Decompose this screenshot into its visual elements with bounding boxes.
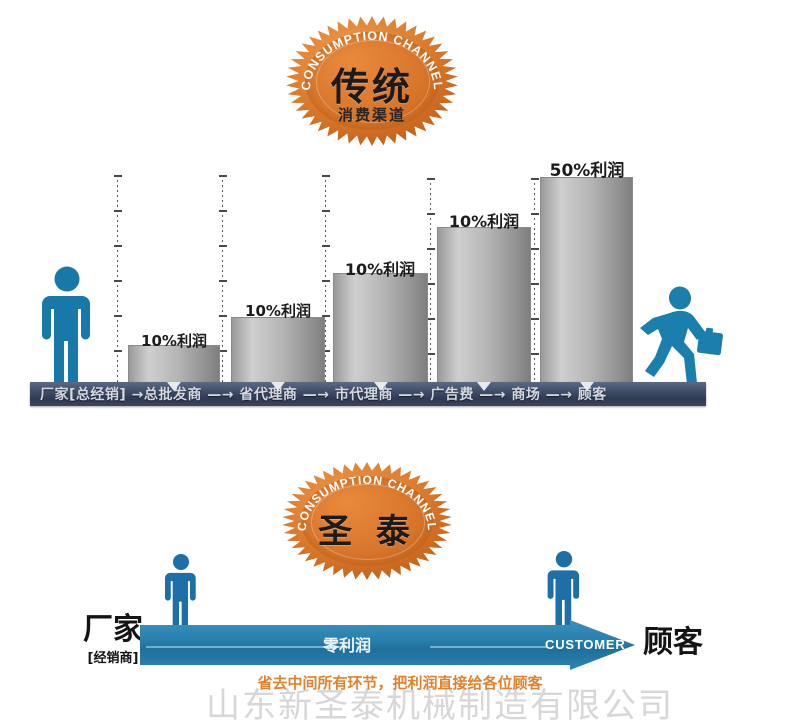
channel-flow-band: 厂家[总经销] →总批发商 —→ 省代理商 —→ 市代理商 —→ 广告费 —→ … <box>30 382 706 406</box>
ruler-major-tick <box>219 175 227 177</box>
band-notch-3 <box>374 382 388 391</box>
bar-province-agent <box>231 317 325 385</box>
ruler-major-tick <box>427 318 435 320</box>
band-notch-4 <box>477 382 491 391</box>
factory-label-main: 厂家 <box>83 612 143 647</box>
seal-sub-label-traditional: 消费渠道 <box>337 106 406 124</box>
seal-badge-traditional: CONSUMPTION CHANNEL 传统 消费渠道 <box>286 16 458 146</box>
ruler-major-tick <box>531 353 539 355</box>
bar-city-agent <box>333 273 428 385</box>
ruler-major-tick <box>531 318 539 320</box>
ruler-major-tick <box>427 178 435 180</box>
standing-person-icon-left <box>165 553 196 631</box>
ruler-major-tick <box>322 280 330 282</box>
ruler-major-tick <box>531 178 539 180</box>
band-notch-1 <box>167 382 181 391</box>
ruler-major-tick <box>427 353 435 355</box>
bar-total-wholesaler <box>128 345 220 385</box>
seal-inner-disc-2 <box>300 476 434 566</box>
seal-main-label-shengtai: 圣 泰 <box>318 512 416 552</box>
ruler-major-tick <box>322 350 330 352</box>
ruler-tick-line-2 <box>219 175 227 385</box>
bar-value-label-3: 10%利润 <box>344 260 416 279</box>
ruler-major-tick <box>219 350 227 352</box>
factory-label-sub: [经销商] <box>87 651 139 666</box>
ruler-tick-line-3 <box>322 175 330 385</box>
ruler-major-tick <box>322 175 330 177</box>
bar-value-label-5: 50%利润 <box>549 161 625 181</box>
band-notch-2 <box>271 382 285 391</box>
seal-inner-disc <box>304 31 440 131</box>
ruler-major-tick <box>114 280 122 282</box>
arrow-zero-profit-label: 零利润 <box>322 636 372 655</box>
ruler-major-tick <box>219 315 227 317</box>
bar-mall <box>540 177 633 385</box>
tagline-text: 省去中间所有环节，把利润直接给各位顾客 <box>257 674 543 692</box>
ruler-major-tick <box>531 283 539 285</box>
ruler-major-tick <box>219 210 227 212</box>
bar-value-label-1: 10%利润 <box>141 332 207 350</box>
ruler-major-tick <box>531 213 539 215</box>
band-notch-5 <box>580 382 594 391</box>
ruler-major-tick <box>531 248 539 250</box>
ruler-major-tick <box>322 245 330 247</box>
ruler-major-tick <box>427 283 435 285</box>
seal-arc-text-bottom: CONSUMPTION CHANNEL <box>295 473 438 532</box>
bar-value-label-4: 10%利润 <box>448 212 520 231</box>
seal-arc-text-top: CONSUMPTION CHANNEL <box>299 29 444 91</box>
ruler-major-tick <box>114 315 122 317</box>
ruler-major-tick <box>114 350 122 352</box>
ruler-tick-line-5 <box>531 178 539 385</box>
standing-person-icon-right <box>547 550 580 630</box>
ruler-major-tick <box>322 315 330 317</box>
ruler-major-tick <box>114 210 122 212</box>
ruler-major-tick <box>427 248 435 250</box>
ruler-tick-line-1 <box>114 175 122 385</box>
company-watermark: 山东新圣泰机械制造有限公司 <box>206 686 674 726</box>
ruler-major-tick <box>114 175 122 177</box>
channel-flow-text: 厂家[总经销] →总批发商 —→ 省代理商 —→ 市代理商 —→ 广告费 —→ … <box>40 387 607 403</box>
seal-badge-shengtai: CONSUMPTION CHANNEL 圣 泰 <box>282 462 452 580</box>
customer-label: 顾客 <box>643 625 703 660</box>
ruler-major-tick <box>427 213 435 215</box>
standing-person-icon-factory <box>42 266 90 386</box>
ruler-major-tick <box>322 210 330 212</box>
ruler-major-tick <box>219 245 227 247</box>
seal-main-label-traditional: 传统 <box>330 65 413 109</box>
bar-value-label-2: 10%利润 <box>245 302 311 320</box>
ruler-major-tick <box>114 245 122 247</box>
arrow-customer-label: CUSTOMER <box>545 637 626 652</box>
factory-label-group: 厂家 [经销商] <box>58 612 168 667</box>
walking-person-with-briefcase-icon <box>640 286 723 384</box>
zero-profit-arrow <box>140 620 635 670</box>
ruler-tick-line-4 <box>427 178 435 385</box>
bar-advertising-fee <box>437 227 531 385</box>
ruler-major-tick <box>219 280 227 282</box>
